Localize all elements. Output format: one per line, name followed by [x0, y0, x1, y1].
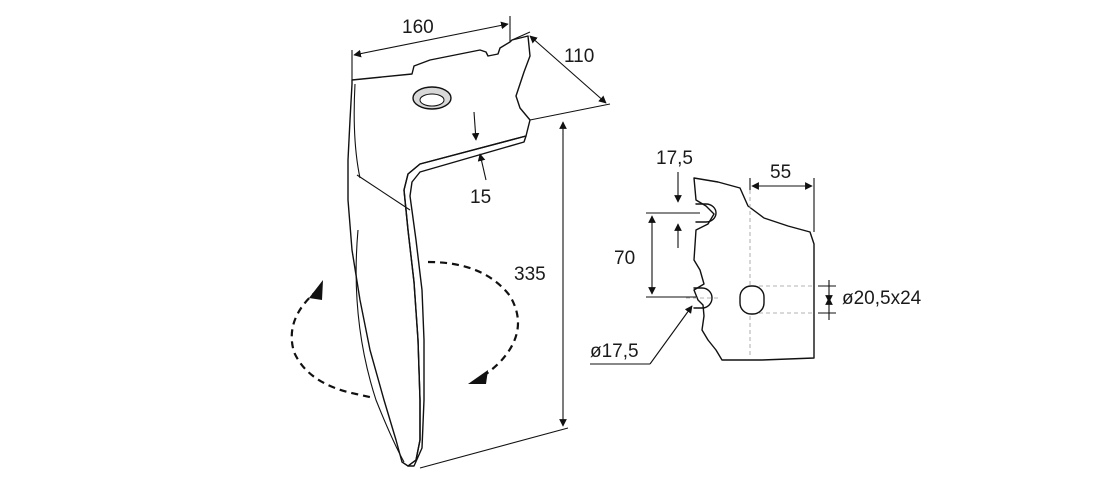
dimension-slot-spacing: 70 — [614, 212, 700, 298]
dimension-slot-spacing-label: 70 — [614, 248, 635, 269]
slotted-hole — [739, 285, 765, 315]
dimension-edge-distance: 55 — [749, 162, 815, 232]
blade-cutting-edge — [403, 135, 527, 467]
dimension-edge-distance-label: 55 — [770, 162, 791, 183]
dimension-depth-label: 110 — [564, 46, 594, 67]
dimension-round-hole-label: ø17,5 — [590, 341, 639, 362]
notch-slot-top — [695, 203, 717, 223]
dimension-height: 335 — [419, 121, 569, 469]
dimension-slot-hole: ø20,5x24 — [818, 280, 922, 320]
mounting-plate — [693, 177, 815, 361]
dimension-thickness: 15 — [470, 111, 491, 208]
dimension-height-label: 335 — [514, 264, 546, 285]
rotation-arrowhead-bottom — [468, 370, 488, 384]
mounting-detail — [686, 177, 815, 361]
dimension-width: 160 — [351, 16, 511, 80]
dimension-slot-width-label: 17,5 — [656, 148, 693, 169]
mounting-hole-inner — [419, 93, 445, 107]
dimension-width-label: 160 — [402, 17, 434, 38]
notch-round-bottom — [693, 287, 713, 309]
rotation-arrows-icon — [290, 260, 520, 400]
dimension-round-hole: ø17,5 — [590, 305, 693, 365]
rotation-arrowhead-top — [309, 280, 323, 300]
blade-inner-fold — [353, 83, 361, 179]
dimension-slot-hole-label: ø20,5x24 — [842, 288, 922, 309]
blade-shading-line — [356, 174, 411, 211]
blade-shading-curve — [355, 229, 405, 463]
tiller-blade — [347, 35, 531, 467]
dimension-depth: 110 — [511, 31, 611, 121]
dimension-thickness-label: 15 — [470, 187, 491, 208]
dimension-slot-width: 17,5 — [656, 148, 693, 248]
